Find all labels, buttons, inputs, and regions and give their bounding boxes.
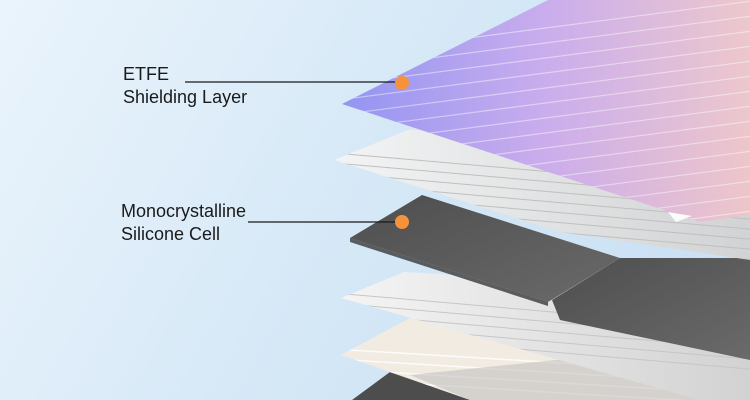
cell-callout-line-2: Silicone Cell bbox=[121, 224, 221, 244]
cell-callout-line-1: Monocrystalline bbox=[121, 201, 247, 221]
cell-marker-icon bbox=[395, 215, 409, 229]
etfe-callout-line-1: ETFE bbox=[123, 64, 170, 84]
etfe-callout-line-2: Shielding Layer bbox=[123, 87, 248, 107]
etfe-callout-label: ETFE Shielding Layer bbox=[123, 63, 247, 109]
lower-cell-layer bbox=[552, 258, 750, 360]
cell-callout-label: Monocrystalline Silicone Cell bbox=[121, 200, 246, 246]
etfe-marker-icon bbox=[395, 76, 409, 90]
monocrystalline-cell-layer bbox=[350, 195, 620, 306]
